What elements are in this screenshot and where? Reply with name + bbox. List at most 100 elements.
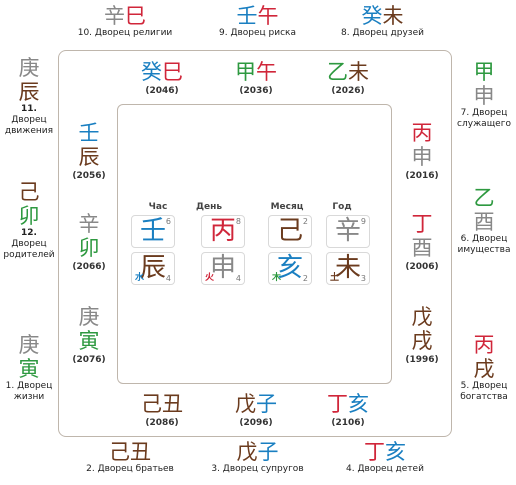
luck-pillar-bottom-3: 丁亥 (2106) <box>316 392 380 428</box>
palace-number: 11. <box>21 104 37 114</box>
stem-glyph: 辛 <box>334 216 361 246</box>
luck-branch: 酉 <box>411 236 433 260</box>
pillar-head-month: Месяц <box>270 202 304 212</box>
palace-label: 2. Дворец братьев <box>86 464 174 474</box>
stem-cell-day: 丙 8 <box>201 215 245 248</box>
luck-stem: 甲 <box>235 60 256 84</box>
luck-stem: 己 <box>141 392 162 416</box>
luck-pillar-top-1: 癸巳 (2046) <box>130 60 194 96</box>
luck-stem: 壬 <box>78 121 100 145</box>
luck-stem: 乙 <box>327 60 348 84</box>
luck-pillar-right-2: 丁酉 (2006) <box>394 212 450 272</box>
luck-branch: 未 <box>348 60 369 84</box>
palace-6: 乙酉 6. Дворец имущества <box>454 186 514 256</box>
palace-stem: 癸 <box>361 4 383 28</box>
palace-stem: 己 <box>18 180 40 204</box>
element-fire: 火 <box>205 273 215 283</box>
luck-year: (2016) <box>405 171 439 181</box>
stem-number: 2 <box>302 217 308 226</box>
luck-stem: 癸 <box>141 60 162 84</box>
palace-stem: 丁 <box>364 440 385 464</box>
palace-7: 甲申 7. Дворец служащего <box>454 60 514 130</box>
palace-stem: 己 <box>109 440 130 464</box>
palace-label: 3. Дворец супругов <box>211 464 304 474</box>
luck-pillar-top-3: 乙未 (2026) <box>316 60 380 96</box>
luck-year: (1996) <box>405 355 439 365</box>
luck-year: (2086) <box>145 418 179 428</box>
luck-branch: 寅 <box>78 329 100 353</box>
palace-stem: 甲 <box>473 60 495 84</box>
branch-number: 4 <box>235 274 241 283</box>
inner-frame <box>117 104 392 384</box>
branch-number: 3 <box>360 274 366 283</box>
luck-branch: 申 <box>411 145 433 169</box>
palace-12: 己卯 12. Дворец родителей <box>2 180 56 261</box>
palace-8: 癸未 8. Дворец друзей <box>320 4 445 39</box>
element-wood: 木 <box>272 273 282 283</box>
stem-number: 8 <box>235 217 241 226</box>
luck-year: (2056) <box>72 171 106 181</box>
luck-stem: 戊 <box>235 392 256 416</box>
palace-label: служащего <box>457 119 511 129</box>
palace-branch: 寅 <box>18 357 40 381</box>
luck-branch: 丑 <box>162 392 183 416</box>
luck-year: (2036) <box>239 86 273 96</box>
palace-label: 6. Дворец <box>460 234 508 244</box>
stem-cell-month: 己 2 <box>268 215 312 248</box>
luck-pillar-top-2: 甲午 (2036) <box>224 60 288 96</box>
palace-4: 丁亥 4. Дворец детей <box>325 440 445 475</box>
branch-cell-year: 土 未 3 <box>326 252 370 285</box>
palace-label: жизни <box>13 392 45 402</box>
luck-pillar-right-3: 戊戌 (1996) <box>394 305 450 365</box>
luck-stem: 丁 <box>411 212 433 236</box>
palace-5: 丙戌 5. Дворец богатства <box>454 333 514 403</box>
luck-pillar-left-1: 壬辰 (2056) <box>62 121 116 181</box>
palace-3: 戊子 3. Дворец супругов <box>195 440 320 475</box>
palace-branch: 亥 <box>385 440 406 464</box>
luck-pillar-bottom-1: 己丑 (2086) <box>130 392 194 428</box>
luck-stem: 辛 <box>78 212 100 236</box>
pillar-head-year: Год <box>332 202 352 212</box>
luck-pillar-left-3: 庚寅 (2076) <box>62 305 116 365</box>
branch-glyph: 亥 <box>276 253 303 283</box>
palace-label: богатства <box>460 392 508 402</box>
palace-branch: 子 <box>257 440 279 464</box>
palace-label: 8. Дворец друзей <box>341 28 424 38</box>
luck-year: (2006) <box>405 262 439 272</box>
pillar-head-day: День <box>195 202 223 212</box>
palace-stem: 辛 <box>104 4 125 28</box>
luck-branch: 巳 <box>162 60 183 84</box>
palace-1: 庚寅 1. Дворец жизни <box>0 333 58 403</box>
luck-branch: 辰 <box>78 145 100 169</box>
palace-branch: 申 <box>473 84 495 108</box>
luck-branch: 卯 <box>78 236 100 260</box>
palace-stem: 庚 <box>18 56 40 80</box>
luck-stem: 戊 <box>411 305 433 329</box>
luck-branch: 亥 <box>348 392 369 416</box>
palace-stem: 丙 <box>473 333 495 357</box>
luck-year: (2066) <box>72 262 106 272</box>
palace-stem: 乙 <box>473 186 495 210</box>
stem-cell-year: 辛 9 <box>326 215 370 248</box>
palace-label: 1. Дворец <box>5 381 53 391</box>
palace-10: 辛巳 10. Дворец религии <box>60 4 190 39</box>
palace-branch: 卯 <box>18 204 40 228</box>
luck-pillar-left-2: 辛卯 (2066) <box>62 212 116 272</box>
luck-year: (2076) <box>72 355 106 365</box>
palace-branch: 酉 <box>473 210 495 234</box>
branch-number: 2 <box>302 274 308 283</box>
palace-number: 12. <box>21 228 37 238</box>
palace-branch: 丑 <box>130 440 151 464</box>
luck-pillar-right-1: 丙申 (2016) <box>394 121 450 181</box>
palace-2: 己丑 2. Дворец братьев <box>70 440 190 475</box>
palace-stem: 庚 <box>18 333 40 357</box>
palace-stem: 壬 <box>236 4 258 28</box>
palace-stem: 戊 <box>236 440 258 464</box>
palace-11: 庚辰 11. Дворец движения <box>2 56 56 137</box>
element-water: 水 <box>135 273 145 283</box>
luck-branch: 戌 <box>411 329 433 353</box>
luck-year: (2096) <box>239 418 273 428</box>
luck-stem: 庚 <box>78 305 100 329</box>
luck-year: (2106) <box>331 418 365 428</box>
palace-branch: 辰 <box>18 80 40 104</box>
